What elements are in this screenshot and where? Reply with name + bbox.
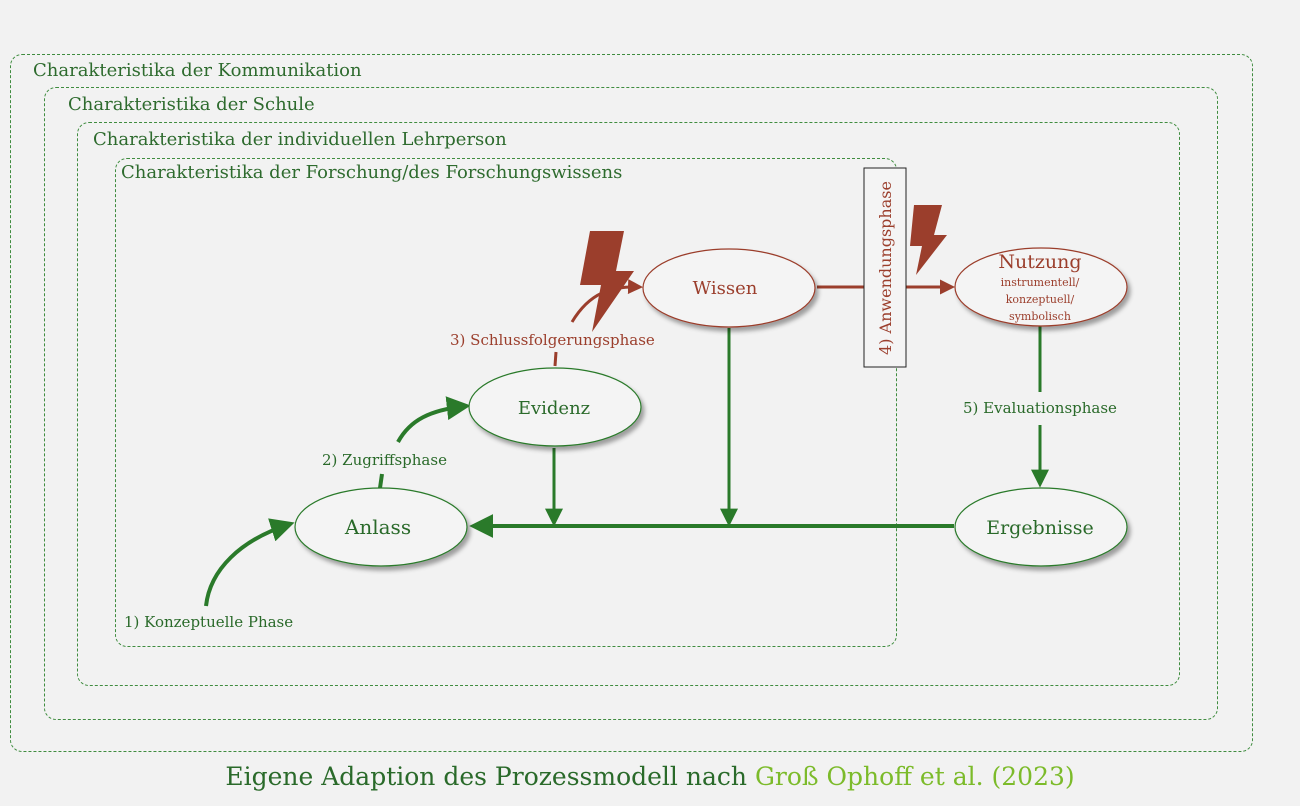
anwendungsphase-box: 4) Anwendungsphase <box>863 167 907 368</box>
arrow-zugriff <box>378 473 384 489</box>
node-evidenz-label: Evidenz <box>518 398 590 419</box>
frame-label-forschung: Charakteristika der Forschung/des Forsch… <box>121 162 623 183</box>
lightning-icon <box>910 205 947 275</box>
frame-forschung <box>115 158 897 647</box>
phase-2-label: 2) Zugriffsphase <box>322 451 447 469</box>
frame-schule <box>44 87 1218 720</box>
node-evidenz: Evidenz <box>468 367 642 447</box>
phase-3-label: 3) Schlussfolgerungsphase <box>450 331 655 349</box>
caption-text: Eigene Adaption des Prozessmodell nach <box>225 762 755 791</box>
node-nutzung-line2: konzeptuell/ <box>1006 293 1075 306</box>
frame-lehrperson <box>77 122 1180 686</box>
arrow-schluss-stub <box>553 351 558 367</box>
phase-4-label: 4) Anwendungsphase <box>876 181 895 355</box>
caption-citation: Groß Ophoff et al. (2023) <box>754 762 1075 791</box>
frame-label-lehrperson: Charakteristika der individuellen Lehrpe… <box>93 129 507 150</box>
frame-label-kommunikation: Charakteristika der Kommunikation <box>33 60 362 81</box>
node-anlass: Anlass <box>294 487 468 567</box>
frame-kommunikation <box>10 54 1253 752</box>
node-nutzung-line3: symbolisch <box>1009 310 1071 323</box>
node-anlass-label: Anlass <box>344 515 411 539</box>
caption: Eigene Adaption des Prozessmodell nach G… <box>0 762 1300 791</box>
node-nutzung: Nutzung instrumentell/ konzeptuell/ symb… <box>954 247 1128 327</box>
node-nutzung-line1: instrumentell/ <box>1001 276 1080 289</box>
lightning-icon <box>580 231 634 332</box>
arrow-konzeptuell <box>204 518 295 607</box>
phase-1-label: 1) Konzeptuelle Phase <box>124 613 293 631</box>
node-nutzung-title: Nutzung <box>998 251 1081 273</box>
phase-5-label: 5) Evaluationsphase <box>963 399 1117 417</box>
node-ergebnisse: Ergebnisse <box>954 487 1128 567</box>
arrow-zugriff-upper <box>396 396 471 443</box>
node-wissen-label: Wissen <box>693 278 758 299</box>
node-ergebnisse-label: Ergebnisse <box>986 517 1094 539</box>
node-wissen: Wissen <box>642 248 816 328</box>
frame-label-schule: Charakteristika der Schule <box>68 94 315 115</box>
